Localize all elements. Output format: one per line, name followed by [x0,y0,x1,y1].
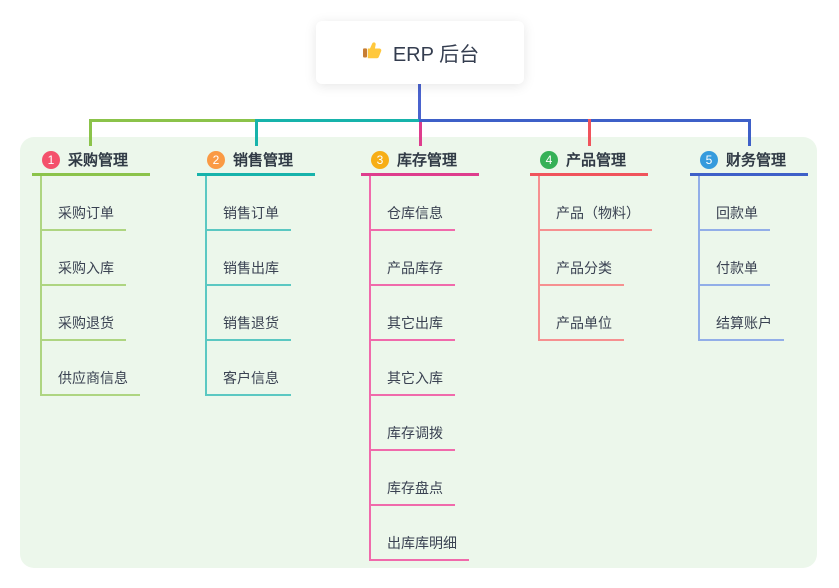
child-connector-line [40,176,42,394]
branch-title: 销售管理 [233,152,294,169]
child-node[interactable]: 其它入库 [369,368,455,396]
branch-title: 采购管理 [68,152,129,169]
root-node[interactable]: ERP 后台 [316,21,524,84]
root-connector-line [418,84,421,121]
child-node[interactable]: 产品单位 [538,313,624,341]
badge-number-icon: 1 [42,150,60,169]
mindmap-background-panel [20,137,817,568]
badge-number-icon: 3 [371,150,389,169]
branch-drop-line-5 [748,119,751,146]
branch-node-purchase[interactable]: 1 采购管理 [32,146,150,176]
child-node[interactable]: 销售订单 [205,203,291,231]
branch-connector-horizontal-2 [255,119,421,122]
badge-number-icon: 2 [207,150,225,169]
badge-number-icon: 4 [540,150,558,169]
child-node[interactable]: 其它出库 [369,313,455,341]
child-node[interactable]: 出库库明细 [369,533,469,561]
child-node[interactable]: 产品分类 [538,258,624,286]
branch-drop-line-4 [588,119,591,146]
branch-title: 产品管理 [566,152,627,169]
child-node[interactable]: 采购入库 [40,258,126,286]
child-node[interactable]: 销售出库 [205,258,291,286]
child-node[interactable]: 库存盘点 [369,478,455,506]
branch-column: 3 库存管理 仓库信息 产品库存 其它出库 其它入库 库存调拨 库存盘点 出库库… [361,146,479,561]
child-node[interactable]: 产品库存 [369,258,455,286]
child-node[interactable]: 库存调拨 [369,423,455,451]
child-node[interactable]: 采购订单 [40,203,126,231]
branch-title: 库存管理 [397,152,458,169]
thumbs-up-icon [361,39,383,66]
branch-column: 1 采购管理 采购订单 采购入库 采购退货 供应商信息 [32,146,150,396]
child-node[interactable]: 回款单 [698,203,770,231]
child-node[interactable]: 产品（物料） [538,203,652,231]
child-node[interactable]: 采购退货 [40,313,126,341]
branch-title: 财务管理 [726,152,787,169]
branch-drop-line-2 [255,119,258,146]
branch-connector-horizontal-5 [419,119,751,122]
child-node[interactable]: 结算账户 [698,313,784,341]
child-node[interactable]: 销售退货 [205,313,291,341]
child-connector-line [538,176,540,339]
branch-column: 5 财务管理 回款单 付款单 结算账户 [690,146,808,341]
child-connector-line [369,176,371,559]
child-node[interactable]: 仓库信息 [369,203,455,231]
branch-node-finance[interactable]: 5 财务管理 [690,146,808,176]
child-connector-line [205,176,207,394]
child-node[interactable]: 供应商信息 [40,368,140,396]
branch-drop-line-3 [419,122,422,146]
child-connector-line [698,176,700,339]
child-node[interactable]: 付款单 [698,258,770,286]
child-node[interactable]: 客户信息 [205,368,291,396]
branch-node-product[interactable]: 4 产品管理 [530,146,648,176]
branch-drop-line-1 [89,119,92,146]
badge-number-icon: 5 [700,150,718,169]
branch-connector-horizontal-1 [89,119,257,122]
branch-column: 4 产品管理 产品（物料） 产品分类 产品单位 [530,146,652,341]
branch-column: 2 销售管理 销售订单 销售出库 销售退货 客户信息 [197,146,315,396]
branch-node-inventory[interactable]: 3 库存管理 [361,146,479,176]
root-node-title: ERP 后台 [392,44,480,66]
branch-node-sales[interactable]: 2 销售管理 [197,146,315,176]
